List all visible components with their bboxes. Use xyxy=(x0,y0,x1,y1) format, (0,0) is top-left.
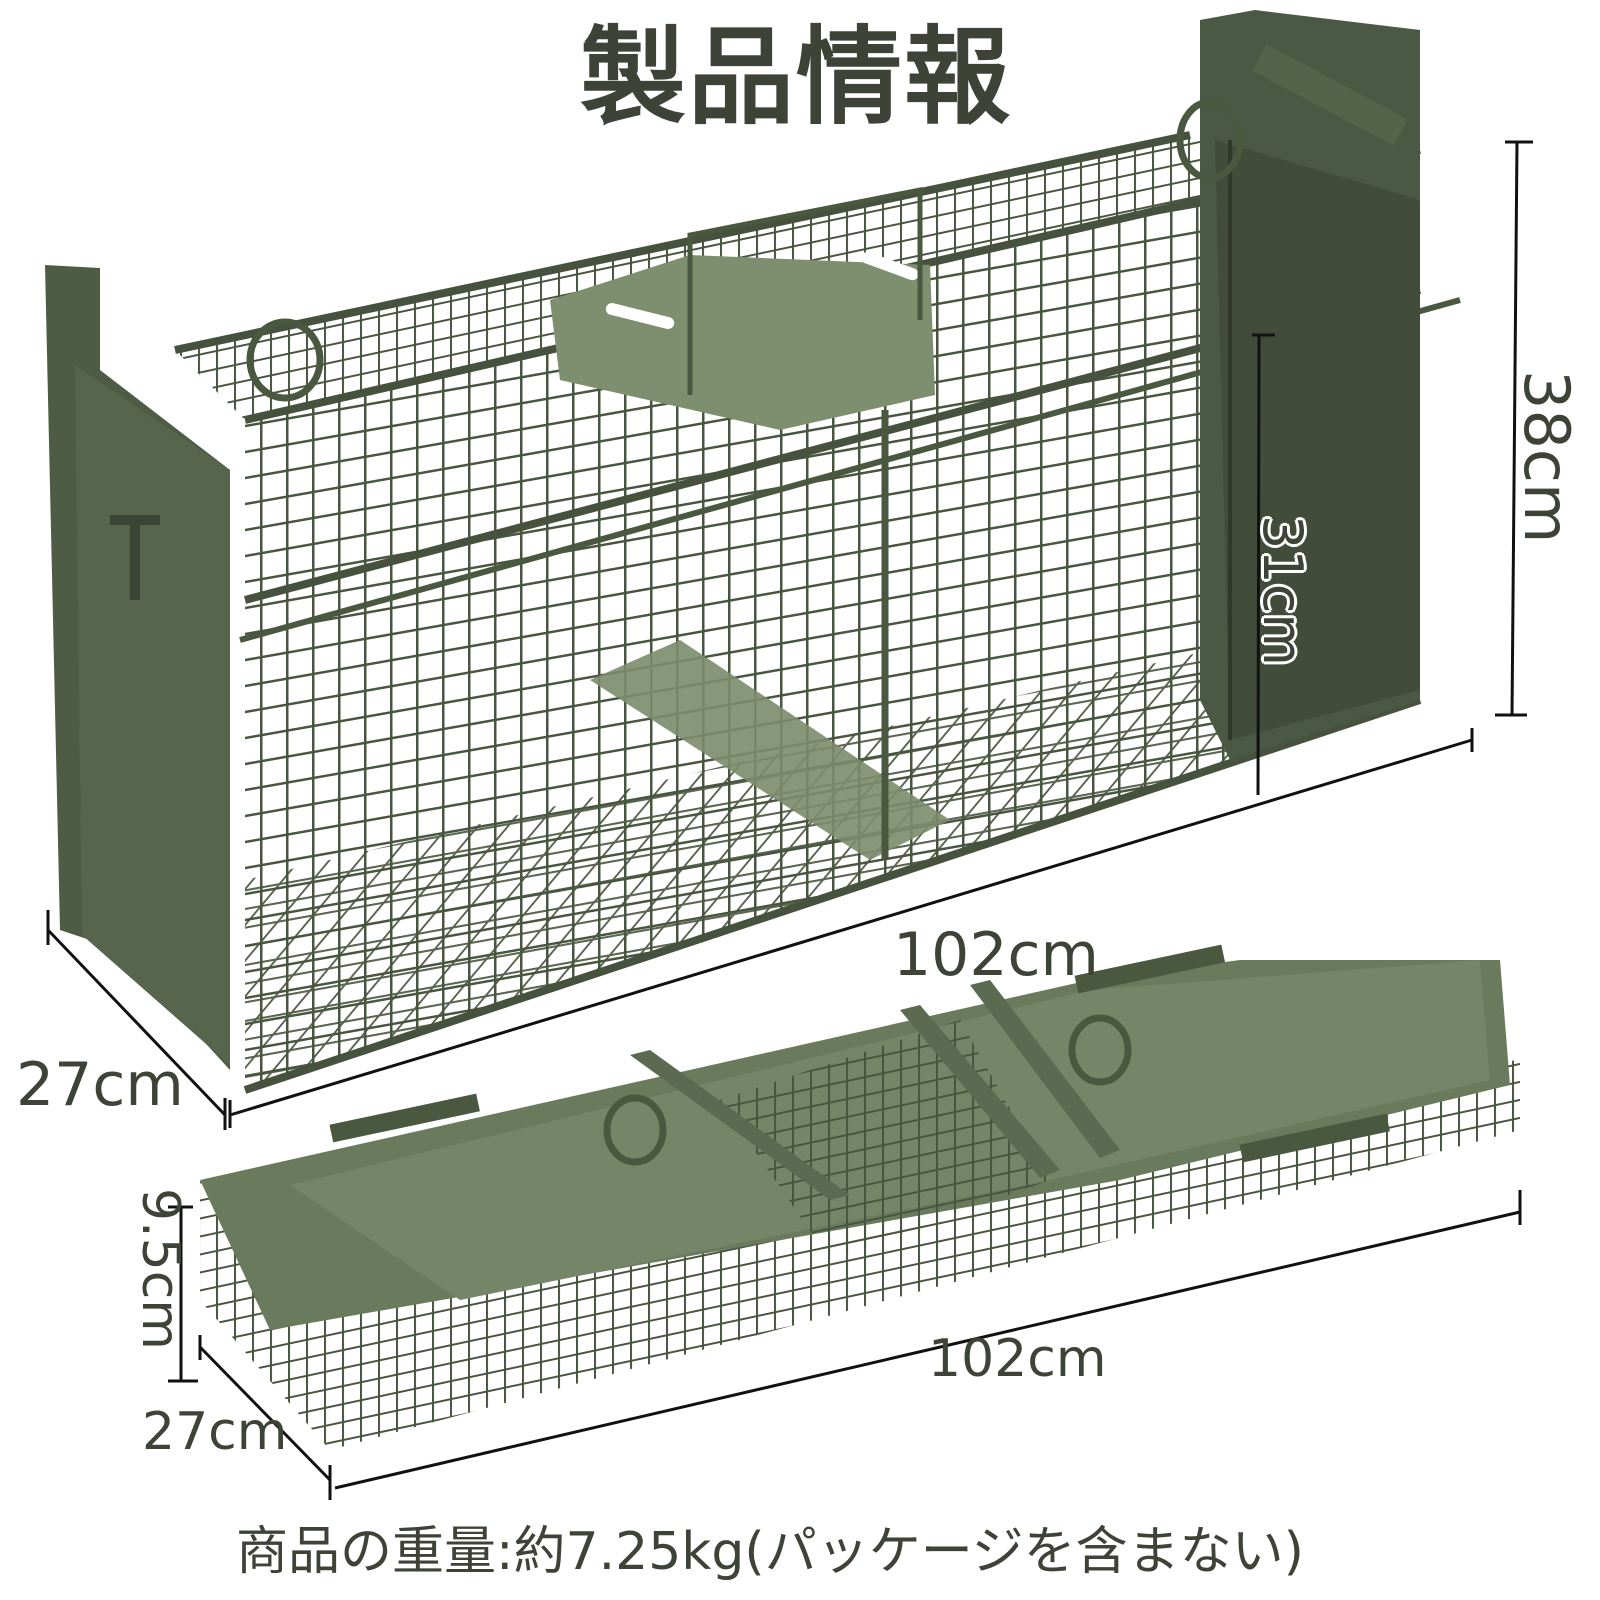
loop-handle-icon xyxy=(1068,1014,1132,1086)
folded-rail xyxy=(630,1050,850,1200)
dimension-label-length-folded: 102cm xyxy=(928,1329,1107,1389)
loop-handle-icon xyxy=(1176,98,1244,182)
trigger-plate xyxy=(590,640,950,860)
right-door-panel xyxy=(1215,140,1420,740)
left-door-panel xyxy=(75,365,230,1065)
dimension-label-depth-assembled: 27cm xyxy=(16,1050,184,1120)
handle-slot xyxy=(605,302,675,330)
page-title: 製品情報 xyxy=(580,16,1012,139)
folded-rail xyxy=(970,980,1120,1158)
loop-handle-icon xyxy=(603,1094,667,1166)
cage-floor-mesh xyxy=(245,600,1420,1090)
loop-handle-icon xyxy=(246,318,324,402)
folded-clip xyxy=(329,1093,480,1143)
handle-slot xyxy=(861,251,919,281)
t-handle-icon xyxy=(110,515,160,600)
folded-cage xyxy=(200,944,1520,1450)
dimension-lines xyxy=(46,140,1533,1500)
assembled-cage xyxy=(45,10,1461,1094)
carry-handle-plate xyxy=(550,255,935,430)
dimension-label-height-inner: 31cm xyxy=(1251,515,1314,667)
folded-clip xyxy=(1239,1113,1390,1163)
dimension-label-height-folded: 9.5cm xyxy=(130,1188,190,1350)
dimension-label-height-outer: 38cm xyxy=(1510,370,1583,544)
carry-handle-wire xyxy=(687,186,923,395)
dimension-label-length-assembled: 102cm xyxy=(893,920,1099,990)
folded-clip xyxy=(1074,944,1226,994)
weight-note: 商品の重量:約7.25kg(パッケージを含まない) xyxy=(236,1522,1304,1582)
right-door-slide xyxy=(1252,44,1408,146)
dimension-label-depth-folded: 27cm xyxy=(142,1402,288,1462)
folded-rail xyxy=(900,1005,1060,1178)
